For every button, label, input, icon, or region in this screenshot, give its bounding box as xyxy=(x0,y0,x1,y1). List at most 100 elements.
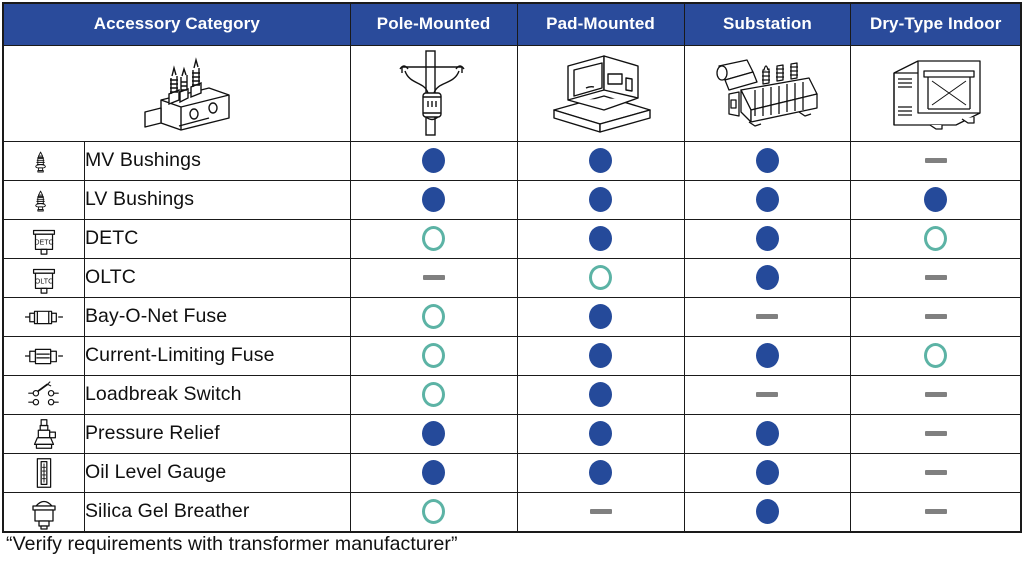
compatibility-table: Accessory Category Pole-Mounted Pad-Moun… xyxy=(2,2,1022,533)
cell-illustration-dry-type-indoor xyxy=(850,44,1022,142)
marker-none xyxy=(924,391,947,397)
cell-support-marker xyxy=(850,296,1022,337)
marker-full xyxy=(589,421,613,446)
cell-row-icon: DETC xyxy=(2,218,85,259)
cell-support-marker xyxy=(516,257,685,298)
marker-full xyxy=(589,187,613,212)
marker-full xyxy=(589,148,613,173)
cell-support-marker xyxy=(516,296,685,337)
header-dry-type-indoor: Dry-Type Indoor xyxy=(850,2,1022,46)
cell-support-marker xyxy=(850,218,1022,259)
cell-illustration-bushings xyxy=(2,44,351,142)
marker-full xyxy=(755,343,779,368)
cell-support-marker xyxy=(683,296,852,337)
marker-none xyxy=(589,508,612,514)
marker-full xyxy=(589,343,613,368)
table-row: Oil Level Gauge xyxy=(2,452,1022,493)
marker-full xyxy=(589,304,613,329)
marker-full xyxy=(755,148,779,173)
lv-bushing-icon xyxy=(35,190,46,211)
cell-row-icon xyxy=(2,452,85,493)
cell-support-marker xyxy=(349,296,518,337)
marker-full xyxy=(755,187,779,212)
oltc-icon: OLTC xyxy=(32,268,56,294)
marker-open xyxy=(924,226,948,251)
cell-accessory-name: Bay-O-Net Fuse xyxy=(83,296,351,337)
loadbreak-switch-icon xyxy=(28,380,60,406)
table-row: Loadbreak Switch xyxy=(2,374,1022,415)
cell-support-marker xyxy=(516,374,685,415)
marker-full xyxy=(755,265,779,290)
cell-row-icon xyxy=(2,296,85,337)
mv-bushing-icon xyxy=(35,151,46,172)
marker-open xyxy=(422,304,446,329)
table-row: Silica Gel Breather xyxy=(2,491,1022,532)
marker-none xyxy=(924,157,947,163)
cell-support-marker xyxy=(850,140,1022,181)
marker-open xyxy=(422,382,446,407)
cell-support-marker xyxy=(850,374,1022,415)
cell-accessory-name: Pressure Relief xyxy=(83,413,351,454)
cell-support-marker xyxy=(683,491,852,532)
marker-full xyxy=(755,499,779,524)
header-substation: Substation xyxy=(683,2,852,46)
marker-full xyxy=(755,226,779,251)
cell-support-marker xyxy=(516,335,685,376)
icon-inline-label: DETC xyxy=(34,238,53,246)
bayonet-fuse-icon xyxy=(24,310,64,324)
cell-row-icon xyxy=(2,140,85,181)
marker-none xyxy=(422,274,445,280)
marker-full xyxy=(589,226,613,251)
cell-support-marker xyxy=(850,413,1022,454)
pressure-relief-icon xyxy=(33,418,56,449)
icon-inline-label: OLTC xyxy=(35,277,53,285)
cell-support-marker xyxy=(850,491,1022,532)
marker-open xyxy=(422,226,446,251)
detc-icon: DETC xyxy=(32,229,56,255)
footnote: “Verify requirements with transformer ma… xyxy=(6,533,458,555)
header-row: Accessory Category Pole-Mounted Pad-Moun… xyxy=(2,2,1022,46)
table-row: MV Bushings xyxy=(2,140,1022,181)
marker-open xyxy=(924,343,948,368)
cell-accessory-name: Silica Gel Breather xyxy=(83,491,351,532)
cell-accessory-name: Current-Limiting Fuse xyxy=(83,335,351,376)
cell-support-marker xyxy=(349,491,518,532)
marker-full xyxy=(589,382,613,407)
cell-illustration-pole-mounted xyxy=(349,44,518,142)
marker-none xyxy=(924,430,947,436)
marker-open xyxy=(422,499,446,524)
cell-row-icon xyxy=(2,179,85,220)
marker-full xyxy=(422,148,446,173)
pad-mounted-transformer-illustration xyxy=(552,55,651,133)
cell-support-marker xyxy=(516,218,685,259)
cell-support-marker xyxy=(516,452,685,493)
cell-row-icon xyxy=(2,491,85,532)
marker-none xyxy=(924,469,947,475)
transformer-bushings-block-illustration xyxy=(144,57,230,131)
current-limiting-fuse-icon xyxy=(24,348,64,364)
cell-support-marker xyxy=(516,140,685,181)
cell-support-marker xyxy=(683,218,852,259)
table-row: Bay-O-Net Fuse xyxy=(2,296,1022,337)
marker-full xyxy=(589,460,613,485)
marker-none xyxy=(756,391,779,397)
marker-open xyxy=(422,343,446,368)
cell-support-marker xyxy=(349,257,518,298)
cell-accessory-name: LV Bushings xyxy=(83,179,351,220)
cell-support-marker xyxy=(349,179,518,220)
cell-support-marker xyxy=(516,413,685,454)
cell-row-icon xyxy=(2,335,85,376)
cell-support-marker xyxy=(683,335,852,376)
cell-support-marker xyxy=(349,452,518,493)
cell-support-marker xyxy=(683,140,852,181)
marker-full xyxy=(924,187,948,212)
cell-support-marker xyxy=(850,335,1022,376)
cell-support-marker xyxy=(349,374,518,415)
table-row: Pressure Relief xyxy=(2,413,1022,454)
table-row: LV Bushings xyxy=(2,179,1022,220)
marker-full xyxy=(422,460,446,485)
cell-accessory-name: OLTC xyxy=(83,257,351,298)
dry-type-indoor-transformer-illustration xyxy=(893,60,981,130)
